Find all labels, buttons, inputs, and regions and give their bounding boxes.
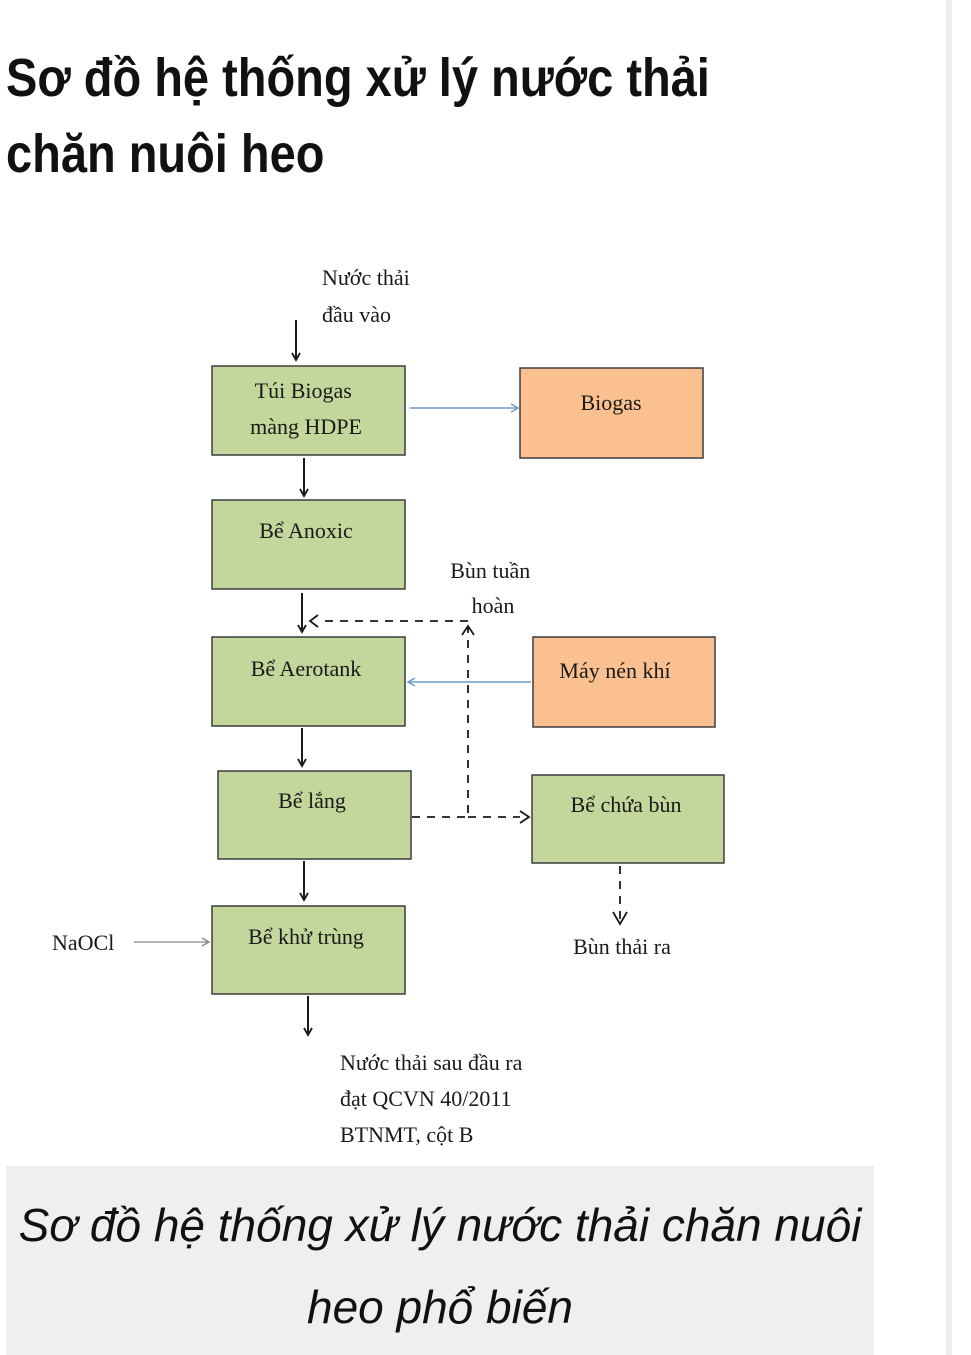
disinfection-label: Bể khử trùng bbox=[248, 924, 364, 949]
recirculation-label: Bùn tuần hoàn bbox=[450, 558, 536, 618]
sludge-out-arrowhead bbox=[612, 911, 628, 926]
sludge-out-label: Bùn thải ra bbox=[573, 934, 671, 959]
disinfection-box bbox=[211, 905, 406, 995]
recirculation-arrowhead-up bbox=[461, 624, 475, 636]
aerotank-box bbox=[211, 636, 406, 727]
biogas-box bbox=[519, 367, 704, 459]
recirculation-line bbox=[412, 626, 469, 818]
figure-caption: Sơ đồ hệ thống xử lý nước thải chăn nuôi… bbox=[18, 1199, 862, 1333]
right-scroll-rule bbox=[946, 0, 952, 1355]
input-label: Nước thải đầu vào bbox=[322, 265, 415, 327]
sludge-tank-box bbox=[531, 774, 725, 864]
sludge-tank-label: Bể chứa bùn bbox=[571, 792, 682, 817]
compressor-box bbox=[532, 636, 716, 728]
sludge-transfer-arrowhead bbox=[519, 810, 531, 824]
biogas-bag-label: Túi Biogas màng HDPE bbox=[250, 378, 362, 439]
output-label: Nước thải sau đầu ra đạt QCVN 40/2011 BT… bbox=[340, 1050, 528, 1147]
naocl-label: NaOCl bbox=[52, 930, 114, 955]
anoxic-label: Bể Anoxic bbox=[259, 518, 353, 543]
settling-label: Bể lắng bbox=[278, 788, 346, 813]
recirculation-arrowhead-left bbox=[308, 614, 319, 628]
biogas-bag-box bbox=[211, 365, 406, 456]
compressor-label: Máy nén khí bbox=[559, 658, 670, 683]
biogas-label: Biogas bbox=[580, 390, 641, 415]
anoxic-box bbox=[211, 499, 406, 590]
settling-box bbox=[217, 770, 412, 860]
wastewater-treatment-diagram: Nước thải đầu vào Túi Biogas màng HDPE B… bbox=[52, 265, 725, 1147]
aerotank-label: Bể Aerotank bbox=[251, 656, 362, 681]
page-title: Sơ đồ hệ thống xử lý nước thải chăn nuôi… bbox=[6, 48, 710, 184]
caption-box: Sơ đồ hệ thống xử lý nước thải chăn nuôi… bbox=[6, 1166, 874, 1355]
